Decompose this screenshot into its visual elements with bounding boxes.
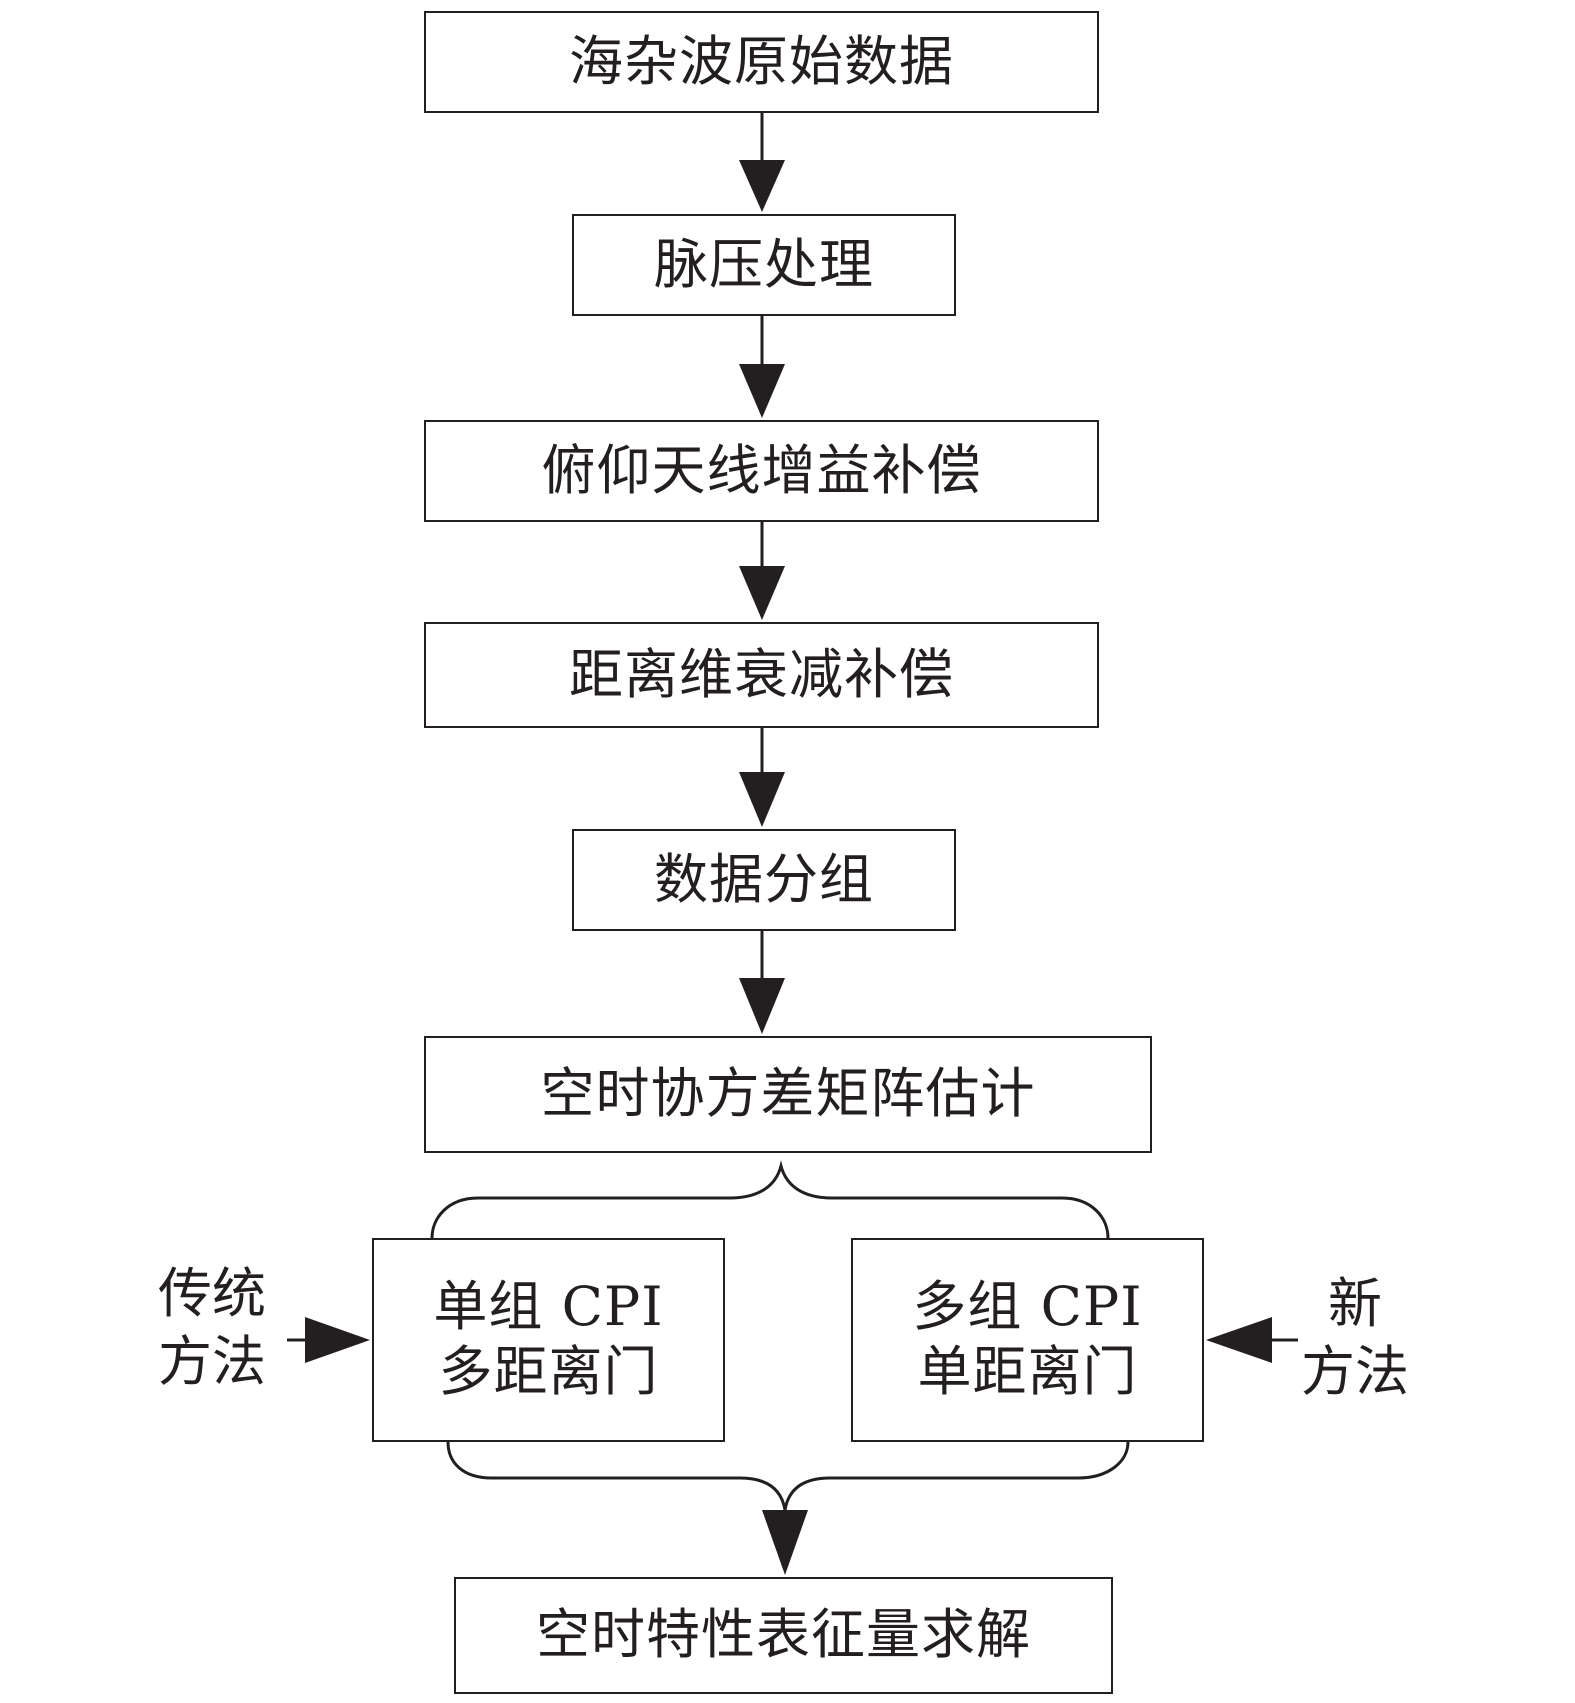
arrowhead-4-5 — [739, 772, 785, 827]
branch-line-2: 单距离门 — [917, 1340, 1138, 1403]
step-spatiotemporal-characterization: 空时特性表征量求解 — [454, 1577, 1113, 1694]
side-label-line-2: 方法 — [1301, 1339, 1409, 1403]
arrowhead-5-6 — [739, 978, 785, 1034]
branch-traditional-box: 单组 CPI 多距离门 — [372, 1238, 725, 1442]
step-label: 俯仰天线增益补偿 — [541, 438, 982, 502]
arrowhead-1-2 — [739, 160, 785, 212]
side-label-line-1: 传统 — [158, 1262, 266, 1325]
step-pulse-compression: 脉压处理 — [572, 214, 956, 316]
step-data-grouping: 数据分组 — [572, 829, 956, 931]
split-brace — [430, 1160, 1110, 1239]
arrowhead-merge — [762, 1510, 808, 1575]
branch-line-2: 多距离门 — [438, 1340, 659, 1403]
step-raw-sea-clutter-data: 海杂波原始数据 — [424, 11, 1099, 113]
step-label: 脉压处理 — [654, 232, 874, 296]
step-elevation-gain-compensation: 俯仰天线增益补偿 — [424, 420, 1099, 522]
branch-line-1: 单组 CPI — [433, 1275, 664, 1339]
step-label: 空时协方差矩阵估计 — [540, 1062, 1036, 1126]
branch-line-1: 多组 CPI — [912, 1275, 1143, 1339]
traditional-method-label: 传统 方法 — [158, 1260, 266, 1395]
side-label-line-2: 方法 — [158, 1329, 266, 1393]
step-label: 距离维衰减补偿 — [569, 642, 954, 706]
step-label: 海杂波原始数据 — [569, 29, 954, 93]
merge-brace — [446, 1441, 1130, 1511]
arrowhead-traditional — [305, 1317, 370, 1363]
new-method-label: 新 方法 — [1301, 1270, 1409, 1405]
arrowhead-3-4 — [739, 566, 785, 620]
side-label-line-1: 新 — [1328, 1272, 1382, 1335]
arrowhead-2-3 — [739, 364, 785, 418]
arrowhead-new — [1206, 1317, 1272, 1363]
step-label: 数据分组 — [654, 847, 874, 911]
step-covariance-estimation: 空时协方差矩阵估计 — [424, 1036, 1152, 1153]
branch-new-box: 多组 CPI 单距离门 — [851, 1238, 1204, 1442]
step-label: 空时特性表征量求解 — [536, 1603, 1031, 1667]
step-range-attenuation-compensation: 距离维衰减补偿 — [424, 622, 1099, 728]
